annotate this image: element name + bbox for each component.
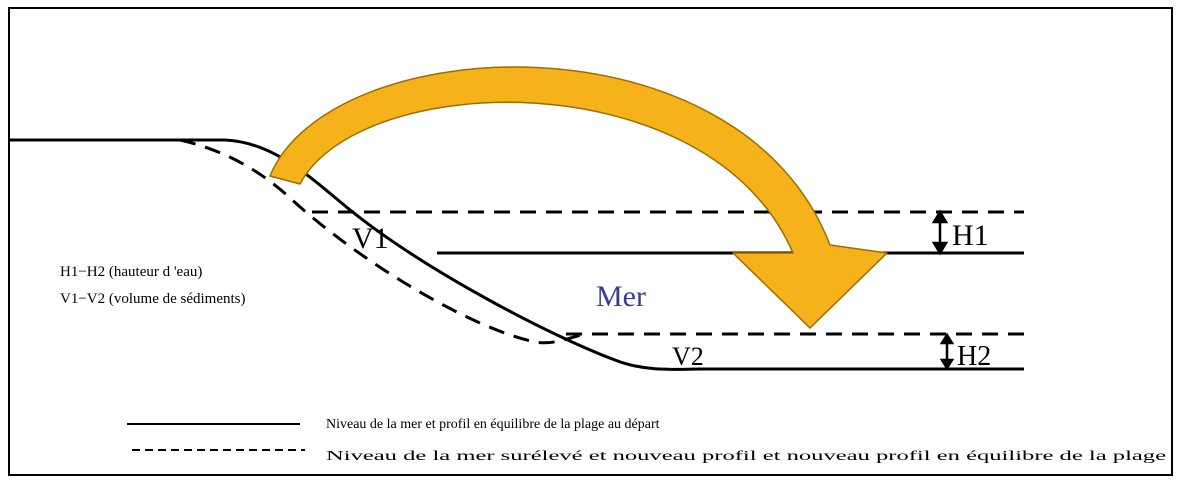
h1-label: H1 [952,219,989,252]
legend-dashed-line-text: Niveau de la mer surélevé et nouveau pro… [326,449,1166,464]
h2-label: H2 [957,341,991,372]
v2-label: V2 [672,342,704,371]
new-beach-profile [179,138,586,345]
v1-label: V1 [352,222,389,255]
legend-solid-line-text: Niveau de la mer et profil en équilibre … [326,417,660,432]
height-difference-note: H1−H2 (hauteur d 'eau) [60,264,202,280]
diagram-frame [8,7,1173,476]
legend: Niveau de la mer et profil en équilibre … [127,417,1166,464]
volume-difference-note: V1−V2 (volume de sédiments) [60,291,246,307]
sea-label: Mer [596,280,646,313]
h2-height-arrow [939,332,955,371]
sediment-transfer-arrow [269,66,888,329]
h1-height-arrow [931,209,949,256]
